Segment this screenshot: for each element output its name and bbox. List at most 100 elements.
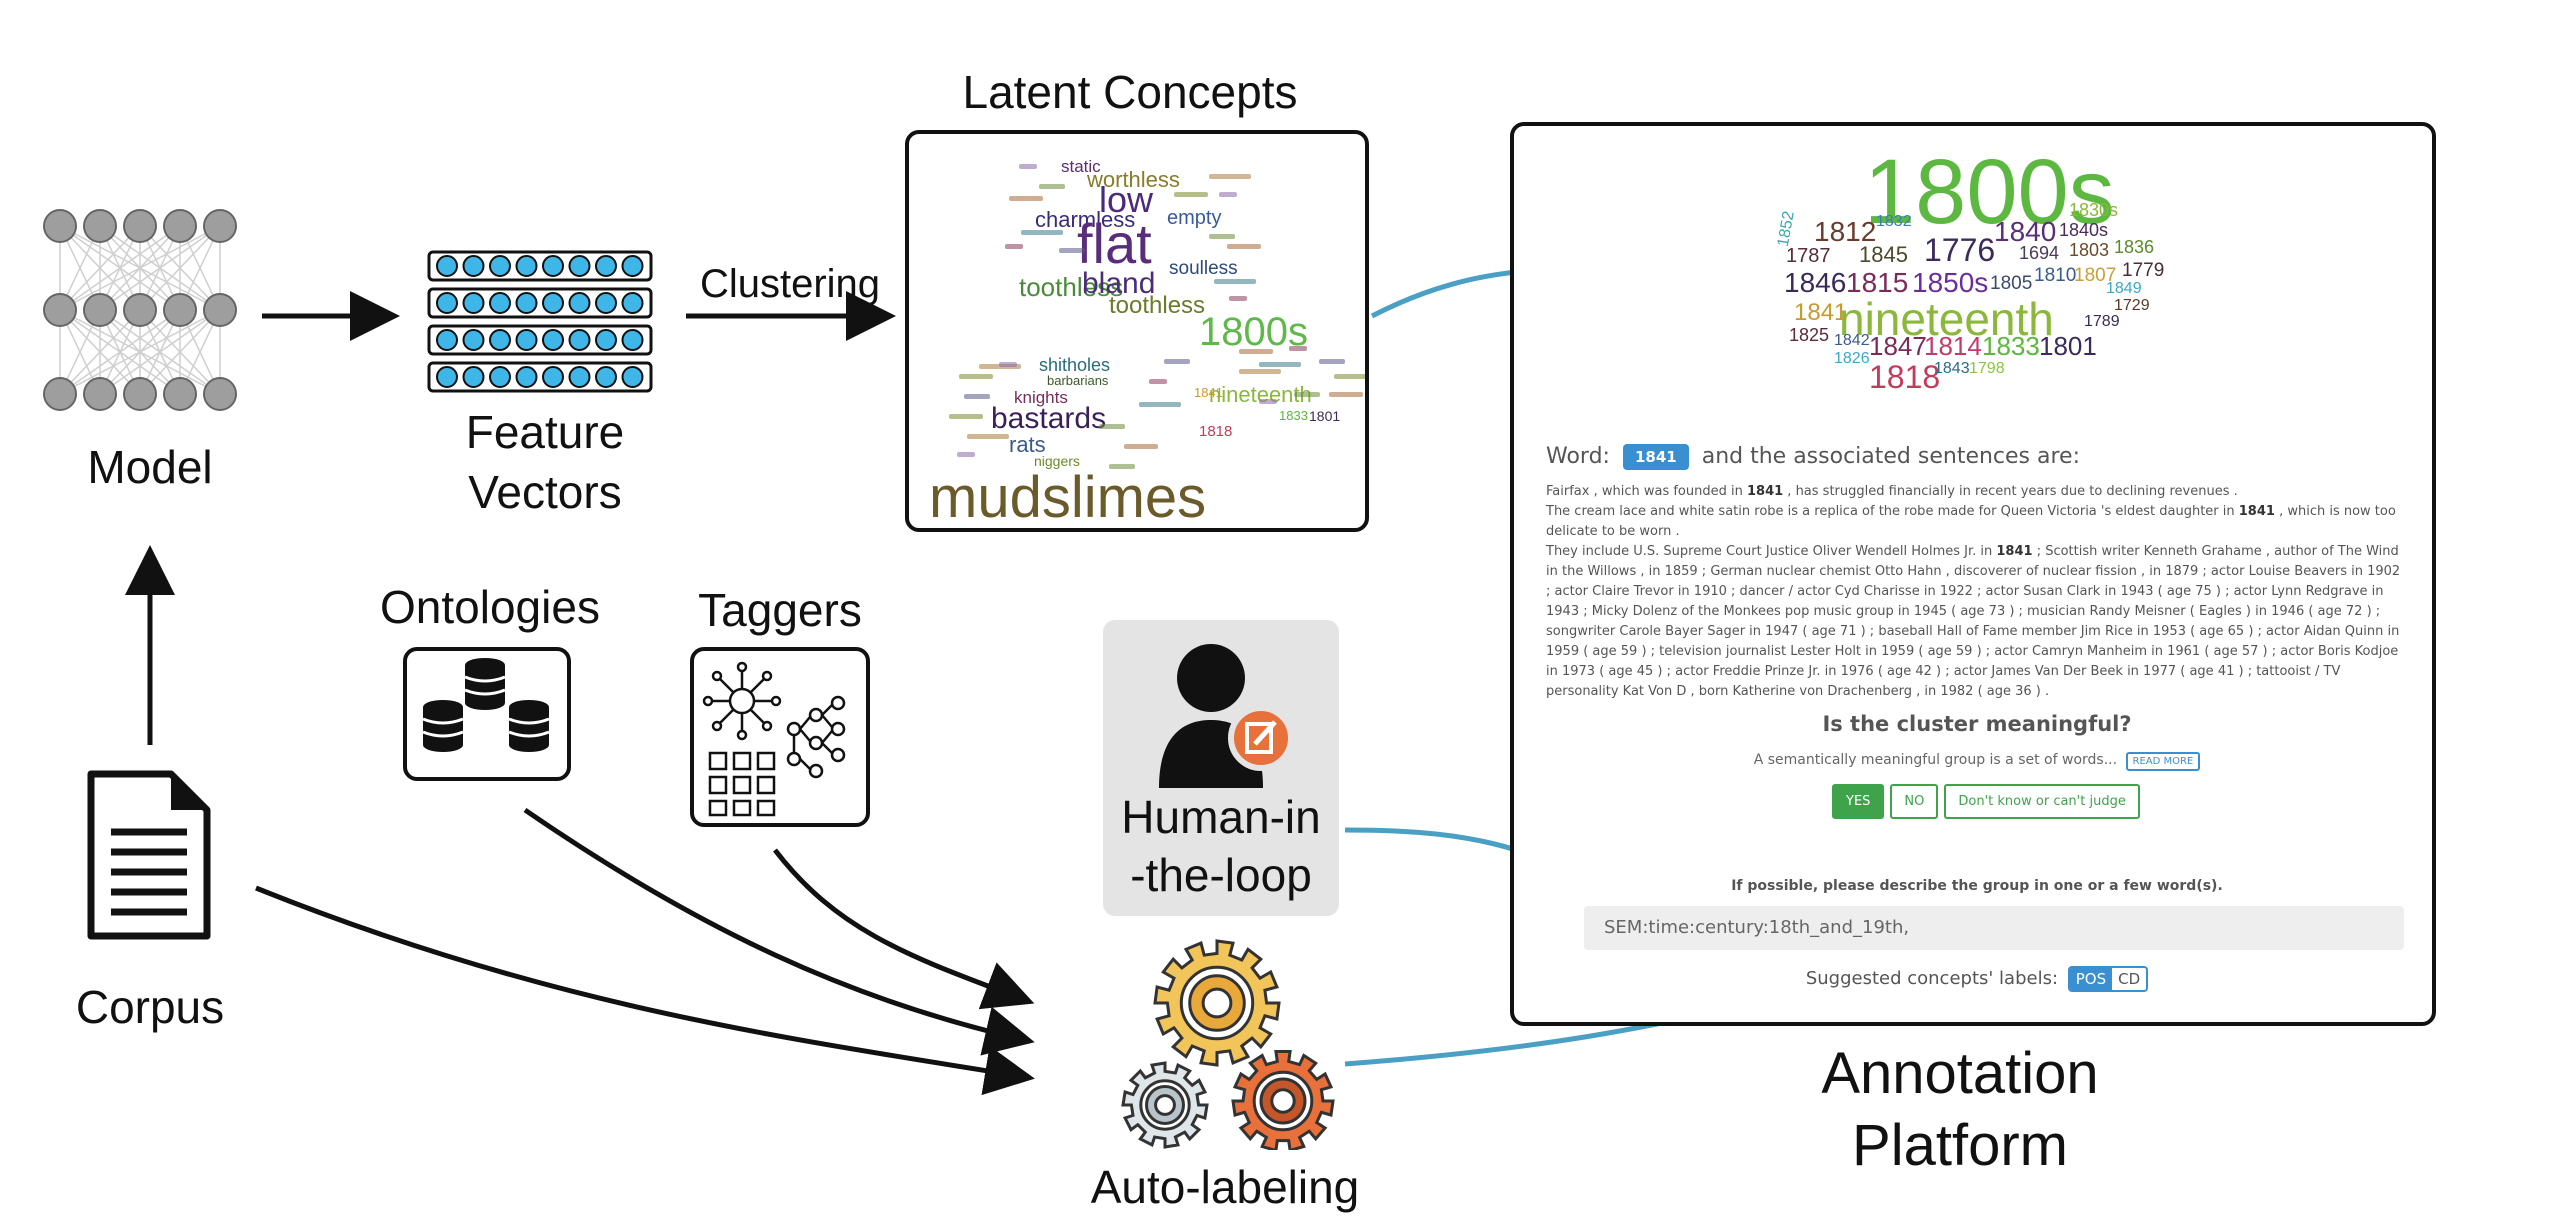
platform-word-1830s: 1830s [2069, 200, 2119, 220]
nn-node [163, 377, 197, 411]
latent-concepts-panel: low worthless static charmless flat empt… [905, 130, 1369, 532]
arrow-taggers-to-autolabel [773, 848, 1035, 1010]
latent-filler-word [1289, 346, 1307, 351]
word-1818: 1818 [1199, 423, 1233, 440]
latent-filler-word [1059, 248, 1085, 253]
nn-node [123, 377, 157, 411]
platform-word-1841: 1841 [1794, 299, 1848, 326]
latent-filler-word [1329, 392, 1363, 397]
latent-filler-word [1259, 399, 1277, 404]
latent-filler-word [1164, 359, 1190, 364]
word-rats: rats [1009, 432, 1046, 457]
sentence-3: They include U.S. Supreme Court Justice … [1546, 544, 2401, 699]
platform-word-main: 1800s [1864, 141, 2115, 243]
read-more-button[interactable]: READ MORE [2125, 752, 2201, 771]
question-hint-row: A semantically meaningful group is a set… [1514, 752, 2432, 771]
latent-filler-word [1214, 279, 1256, 284]
latent-filler-word [1009, 196, 1043, 201]
tag-cd[interactable]: CD [2118, 970, 2141, 988]
neural-network-icon [43, 209, 237, 411]
latent-filler-word [1039, 184, 1065, 189]
feature-vector-row [427, 287, 653, 319]
word-knights: knights [1014, 388, 1068, 407]
latent-filler-word [1019, 164, 1037, 169]
latent-filler-word [1209, 234, 1235, 239]
platform-word-1833: 1833 [1982, 331, 2040, 361]
taggers-box [690, 647, 870, 827]
platform-word-1801: 1801 [2039, 331, 2097, 361]
latent-filler-word [1005, 244, 1023, 249]
question-title: Is the cluster meaningful? [1822, 712, 2132, 736]
word-mudslimes: mudslimes [929, 465, 1207, 530]
word-bland: bland [1082, 267, 1156, 300]
human-in-the-loop-card: Human-in -the-loop [1103, 620, 1339, 916]
word-soulless: soulless [1169, 258, 1238, 279]
feature-vector-row [427, 324, 653, 356]
platform-word-1805: 1805 [1990, 273, 2033, 294]
latent-filler-word [964, 394, 990, 399]
platform-word-1843: 1843 [1934, 360, 1970, 377]
latent-concepts-title: Latent Concepts [962, 66, 1298, 118]
word-badge: 1841 [1622, 444, 1689, 470]
nn-node [123, 209, 157, 243]
describe-input[interactable]: SEM:time:century:18th_and_19th, [1584, 906, 2404, 950]
document-icon [87, 770, 211, 940]
tag-pos[interactable]: POS [2069, 968, 2113, 990]
platform-word-1825: 1825 [1789, 325, 1830, 345]
latent-filler-word [1109, 464, 1135, 469]
ontologies-label: Ontologies [380, 581, 600, 633]
platform-label-1: Annotation [1821, 1041, 2099, 1106]
word-charmless: charmless [1035, 207, 1136, 232]
human-label-2: -the-loop [1130, 849, 1312, 901]
word-1833: 1833 [1279, 408, 1308, 423]
gear-icon [1231, 1050, 1335, 1150]
latent-filler-word [1021, 230, 1063, 235]
platform-word-1807: 1807 [2074, 265, 2117, 286]
platform-label-2: Platform [1852, 1113, 2068, 1178]
platform-word-1847: 1847 [1869, 331, 1927, 361]
nn-node [83, 377, 117, 411]
clustering-label: Clustering [699, 262, 881, 306]
latent-filler-word [1334, 374, 1365, 379]
unknown-button[interactable]: Don't know or can't judge [1944, 784, 2140, 819]
latent-filler-word [1124, 444, 1158, 449]
platform-word-1776: 1776 [1924, 232, 1996, 268]
ontologies-box [403, 647, 571, 781]
word-1801: 1801 [1309, 408, 1341, 424]
human-label-1: Human-in [1121, 791, 1321, 843]
arrow-ontologies-to-autolabel [523, 807, 1035, 1056]
corpus-label: Corpus [75, 981, 225, 1033]
latent-filler-word [1227, 244, 1261, 249]
platform-word-1798: 1798 [1969, 360, 2005, 377]
nn-node [83, 293, 117, 327]
nn-node [203, 377, 237, 411]
nn-node [163, 293, 197, 327]
nn-node [43, 377, 77, 411]
word-1800s: 1800s [1199, 310, 1308, 354]
platform-word-1836: 1836 [2114, 237, 2155, 257]
latent-filler-word [949, 414, 983, 419]
latent-filler-word [957, 452, 975, 457]
no-button[interactable]: NO [1890, 784, 1939, 819]
nn-node [203, 209, 237, 243]
platform-word-1729: 1729 [2114, 297, 2150, 314]
yes-button[interactable]: YES [1832, 784, 1885, 819]
tagger-network-icon [702, 661, 846, 817]
gear-icon [1153, 939, 1281, 1067]
annotation-platform-panel: 1800s nineteenth 1812 1840 1776 1845 178… [1510, 122, 2436, 1026]
taggers-label: Taggers [698, 584, 862, 636]
database-stack-icon [422, 658, 550, 752]
word-header: Word: 1841 and the associated sentences … [1546, 444, 2080, 470]
nn-node [83, 209, 117, 243]
feature-vectors-icon [427, 250, 653, 393]
word-shitholes: shitholes [1039, 355, 1111, 375]
nn-node [203, 293, 237, 327]
word-static: static [1061, 157, 1101, 176]
word-niggers: niggers [1034, 453, 1080, 469]
platform-word-1810: 1810 [2034, 265, 2077, 286]
platform-word-1849: 1849 [2106, 280, 2142, 297]
gear-icon [1121, 1061, 1209, 1149]
sentences-list: Fairfax , which was founded in 1841 , ha… [1546, 482, 2406, 702]
platform-word-1826: 1826 [1834, 350, 1870, 367]
latent-filler-word [1229, 296, 1247, 301]
